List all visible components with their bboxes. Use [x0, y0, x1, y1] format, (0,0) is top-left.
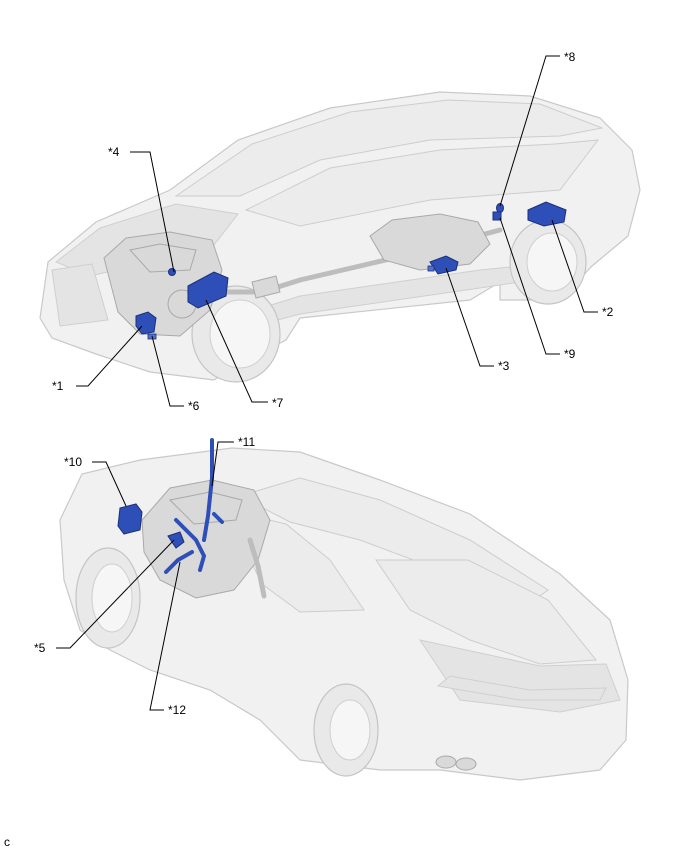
- vehicle-rear-view: [59, 447, 629, 781]
- leader-lines-front: [76, 55, 598, 407]
- component-9-icon: [492, 211, 502, 221]
- component-3-icon: [427, 255, 459, 275]
- callout-6: *6: [188, 399, 200, 413]
- callout-12: *12: [168, 703, 186, 717]
- callout-10: *10: [64, 455, 82, 469]
- callout-11: *11: [238, 435, 255, 449]
- callout-5: *5: [34, 641, 46, 655]
- callout-4: *4: [108, 145, 120, 159]
- callout-2: *2: [602, 305, 614, 319]
- callout-8: *8: [564, 50, 576, 64]
- callout-9: *9: [564, 347, 576, 361]
- callout-1: *1: [52, 379, 64, 393]
- component-7-icon: [187, 271, 229, 309]
- component-5-icon: [167, 531, 185, 549]
- callout-labels: *1 *6 *4 *7 *3 *9 *8 *2 *11 *10 *5 *12 c: [4, 50, 614, 849]
- component-4-icon: [168, 268, 176, 276]
- component-1-icon: [135, 311, 157, 335]
- component-11-icon: [174, 438, 224, 572]
- callout-7: *7: [272, 396, 284, 410]
- component-2-icon: [527, 201, 567, 227]
- fuel-tank: [369, 213, 491, 271]
- component-12-icon: [164, 550, 194, 574]
- component-10-icon: [117, 503, 143, 535]
- corner-code: c: [4, 835, 10, 849]
- callout-3: *3: [498, 359, 510, 373]
- leader-lines-rear: [56, 441, 234, 711]
